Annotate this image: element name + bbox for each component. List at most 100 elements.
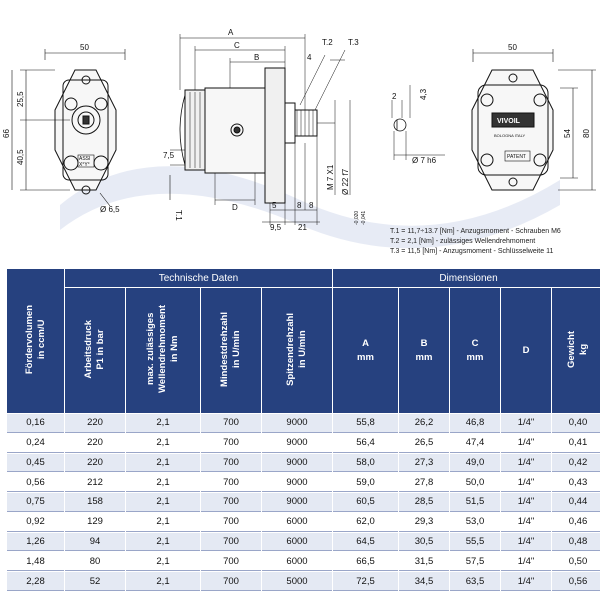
table-cell: 0,56 (552, 572, 600, 591)
table-cell: 94 (65, 532, 125, 552)
table-cell: 51,5 (450, 493, 500, 512)
table-cell: 0,44 (552, 493, 600, 512)
table-cell: 63,5 (450, 572, 500, 591)
side-dim-A: A (228, 28, 234, 37)
table-cell: 0,75 (7, 493, 64, 512)
table-cell: 9000 (262, 493, 332, 512)
side-dim-C: C (234, 41, 240, 50)
side-dim-4: 4 (307, 53, 312, 62)
table-cell: 9000 (262, 433, 332, 453)
table-cell: 2,1 (126, 453, 200, 473)
table-cell: 52 (65, 572, 125, 591)
rear-brand-label: VIVOIL (497, 118, 521, 125)
table-cell: 26,5 (399, 433, 449, 453)
side-dim-8b: 8 (309, 201, 314, 210)
table-cell: 700 (201, 453, 261, 473)
table-cell: 62,0 (333, 512, 398, 532)
front-h-top-label: 25,5 (16, 91, 25, 107)
table-cell: 1/4" (501, 433, 551, 453)
table-cell: 9000 (262, 414, 332, 433)
table-cell: 1/4" (501, 493, 551, 512)
front-h-total-label: 66 (2, 129, 11, 138)
torque-notes: T.1 = 11,7÷13.7 [Nm] - Anzugsmoment - Sc… (390, 227, 561, 257)
table-cell: 0,46 (552, 512, 600, 532)
col-header-wellendrehmoment: max. zulässiges Wellendrehmoment in Nm (126, 288, 200, 413)
table-cell: 0,40 (552, 414, 600, 433)
side-dim-5: 5 (272, 201, 277, 210)
side-dim-D: D (232, 203, 238, 212)
table-cell: 34,5 (399, 572, 449, 591)
table-cell: 700 (201, 433, 261, 453)
table-cell: 1/4" (501, 512, 551, 532)
table-cell: 50,0 (450, 473, 500, 493)
note-t3: T.3 = 11,5 [Nm] - Anzugsmoment - Schlüss… (390, 248, 554, 255)
key-detail (391, 85, 445, 160)
table-cell: 158 (65, 493, 125, 512)
table-cell: 1/4" (501, 532, 551, 552)
side-label-T3: T.3 (348, 38, 359, 47)
col-header-arbeitsdruck: Arbeitsdruck P1 in bar (65, 288, 125, 413)
table-cell: 0,92 (7, 512, 64, 532)
table-cell: 2,1 (126, 552, 200, 572)
table-cell: 64,5 (333, 532, 398, 552)
col-header-mindestdrehzahl: Mindestdrehzahl in U/min (201, 288, 261, 413)
col-header-d: D (501, 288, 551, 413)
side-dim-8a: 8 (297, 201, 302, 210)
side-view (169, 34, 351, 225)
table-cell: 6000 (262, 532, 332, 552)
table-cell: 0,24 (7, 433, 64, 453)
table-cell: 30,5 (399, 532, 449, 552)
table-cell: 6000 (262, 552, 332, 572)
table-cell: 2,1 (126, 572, 200, 591)
table-cell: 26,2 (399, 414, 449, 433)
table-cell: 1/4" (501, 552, 551, 572)
rear-h80-label: 80 (582, 129, 591, 138)
table-cell: 55,5 (450, 532, 500, 552)
table-cell: 1/4" (501, 453, 551, 473)
col-header-a: A mm (333, 288, 398, 413)
table-cell: 72,5 (333, 572, 398, 591)
side-shaft-label: Ø 22 f7 (341, 168, 350, 195)
table-cell: 49,0 (450, 453, 500, 473)
table-cell: 31,5 (399, 552, 449, 572)
table-cell: 700 (201, 473, 261, 493)
front-width-label: 50 (80, 43, 89, 52)
side-dim-7-5: 7,5 (163, 151, 175, 160)
table-cell: 700 (201, 572, 261, 591)
table-cell: 0,56 (7, 473, 64, 493)
table-cell: 0,42 (552, 453, 600, 473)
front-view (11, 49, 126, 207)
table-cell: 700 (201, 493, 261, 512)
side-dim-9-5: 9,5 (270, 223, 282, 232)
table-cell: 220 (65, 414, 125, 433)
front-hole-label: Ø 6,5 (100, 205, 120, 214)
table-cell: 59,0 (333, 473, 398, 493)
side-tol1: -0,020 (354, 211, 360, 225)
table-cell: 2,1 (126, 493, 200, 512)
table-cell: 212 (65, 473, 125, 493)
table-cell: 46,8 (450, 414, 500, 433)
table-cell: 55,8 (333, 414, 398, 433)
side-dim-B: B (254, 53, 259, 62)
rear-h54-label: 54 (563, 129, 572, 138)
front-h-bottom-label: 40,5 (16, 149, 25, 165)
table-cell: 1,48 (7, 552, 64, 572)
group-header-technische-daten: Technische Daten (65, 269, 332, 287)
rear-view (471, 49, 596, 191)
table-cell: 700 (201, 512, 261, 532)
table-cell: 0,45 (7, 453, 64, 473)
table-cell: 2,1 (126, 414, 200, 433)
key-dim-4-3: 4,3 (419, 88, 428, 100)
note-t1: T.1 = 11,7÷13.7 [Nm] - Anzugsmoment - Sc… (390, 228, 561, 235)
table-cell: 66,5 (333, 552, 398, 572)
rear-width-label: 50 (508, 43, 517, 52)
table-cell: 1,26 (7, 532, 64, 552)
group-header-dimensionen: Dimensionen (333, 269, 600, 287)
table-cell: 27,8 (399, 473, 449, 493)
table-cell: 47,4 (450, 433, 500, 453)
